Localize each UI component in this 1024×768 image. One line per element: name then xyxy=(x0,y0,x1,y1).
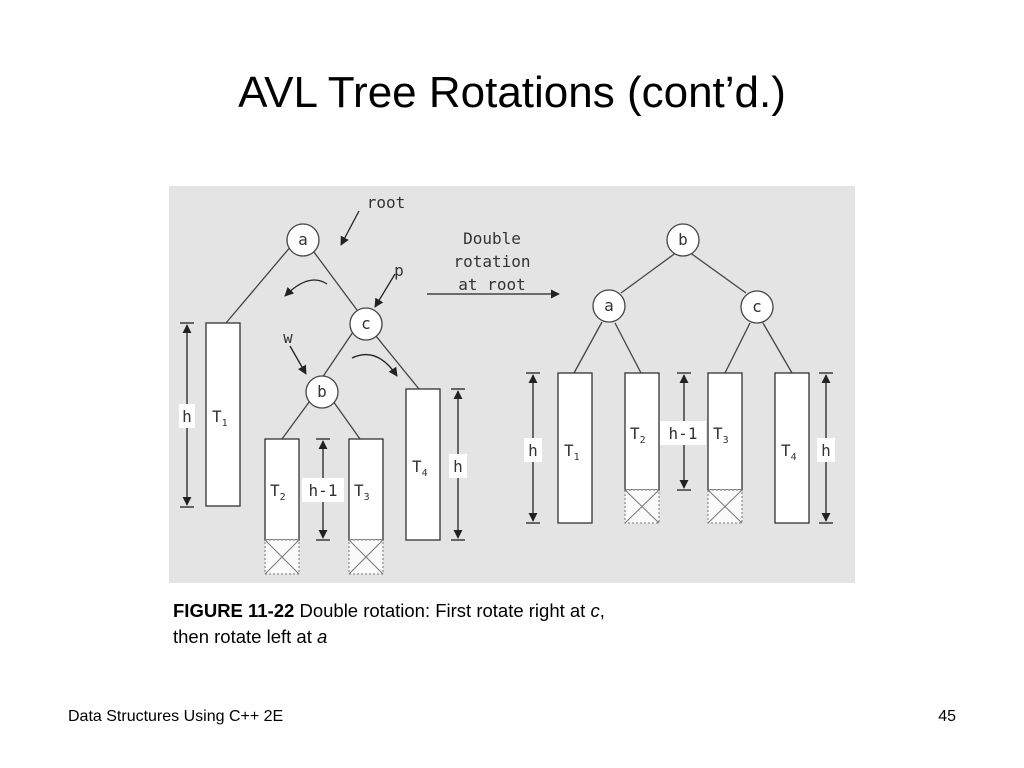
subtree-label-t1-left: T1 xyxy=(212,407,228,429)
rotate-right-curve-arrow xyxy=(351,353,398,377)
double-rotation-label-2: rotation xyxy=(453,252,530,271)
node-c-right xyxy=(740,290,774,324)
w-label: w xyxy=(283,328,293,347)
edge-a-t1 xyxy=(225,238,298,324)
subtree-label-t1-right: T1 xyxy=(564,441,580,463)
subtree-t3-left xyxy=(348,438,384,541)
caption-text-3: then rotate left at xyxy=(173,626,317,647)
footer-book-title: Data Structures Using C++ 2E xyxy=(68,708,284,725)
subtree-t4-left xyxy=(405,388,441,541)
node-a-left-label: a xyxy=(298,230,308,249)
subtree-label-t3-right: T3 xyxy=(713,424,729,446)
height-h-t4-left: h xyxy=(453,457,463,476)
edge-a-t1-right xyxy=(573,321,603,374)
page-number: 45 xyxy=(938,708,956,725)
figure-caption: FIGURE 11-22 Double rotation: First rota… xyxy=(173,598,813,650)
double-rotation-label-1: Double xyxy=(463,229,521,248)
subtree-t4-right xyxy=(774,372,810,524)
subtree-t1-left xyxy=(205,322,241,507)
node-b-right-label: b xyxy=(678,230,688,249)
edge-c-t3-right xyxy=(724,322,751,374)
caption-label: FIGURE 11-22 xyxy=(173,600,295,621)
subtree-t3-right xyxy=(707,372,743,491)
node-a-right xyxy=(592,289,626,323)
node-c-left xyxy=(349,307,383,341)
root-label: root xyxy=(367,193,406,212)
caption-em-a: a xyxy=(316,626,328,647)
p-label: p xyxy=(394,261,404,280)
caption-em-c: c xyxy=(590,600,600,621)
subtree-label-t4-left: T4 xyxy=(412,457,428,479)
node-a-right-label: a xyxy=(604,296,614,315)
node-b-left xyxy=(305,375,339,409)
avl-rotation-diagram: a c b b a c root p w Double rotation at … xyxy=(179,193,835,575)
height-h-t1-left: h xyxy=(182,407,192,426)
edge-c-b xyxy=(321,325,358,379)
node-b-right xyxy=(666,223,700,257)
edge-a-t2-right xyxy=(614,322,642,374)
height-h-t1-right: h xyxy=(528,441,538,460)
rotate-left-curve-arrow xyxy=(284,279,328,297)
subtree-t1-right xyxy=(557,372,593,524)
root-pointer-arrow xyxy=(340,210,360,246)
node-b-left-label: b xyxy=(317,382,327,401)
double-rotation-label-3: at root xyxy=(458,275,525,294)
edge-b-c-right xyxy=(688,251,747,294)
height-h-t4-right: h xyxy=(821,441,831,460)
edge-c-t4-right xyxy=(762,322,793,374)
p-pointer-arrow xyxy=(374,273,396,308)
caption-text-2: , xyxy=(599,600,605,621)
subtree-label-t3-left: T3 xyxy=(354,481,370,503)
avl-rotation-figure: a c b b a c root p w Double rotation at … xyxy=(169,186,855,583)
height-h-minus-1-right: h-1 xyxy=(669,424,698,443)
caption-text-1: Double rotation: First rotate right at xyxy=(294,600,591,621)
height-h-minus-1-left: h-1 xyxy=(309,481,338,500)
slide-title: AVL Tree Rotations (cont’d.) xyxy=(238,68,786,117)
subtree-label-t2-left: T2 xyxy=(270,481,286,503)
w-pointer-arrow xyxy=(289,345,307,375)
node-c-left-label: c xyxy=(361,314,371,333)
edge-b-a-right xyxy=(620,251,678,294)
subtree-label-t4-right: T4 xyxy=(781,441,797,463)
node-c-right-label: c xyxy=(752,297,762,316)
subtree-label-t2-right: T2 xyxy=(630,424,646,446)
node-a-left xyxy=(286,223,320,257)
subtree-t2-right xyxy=(624,372,660,491)
